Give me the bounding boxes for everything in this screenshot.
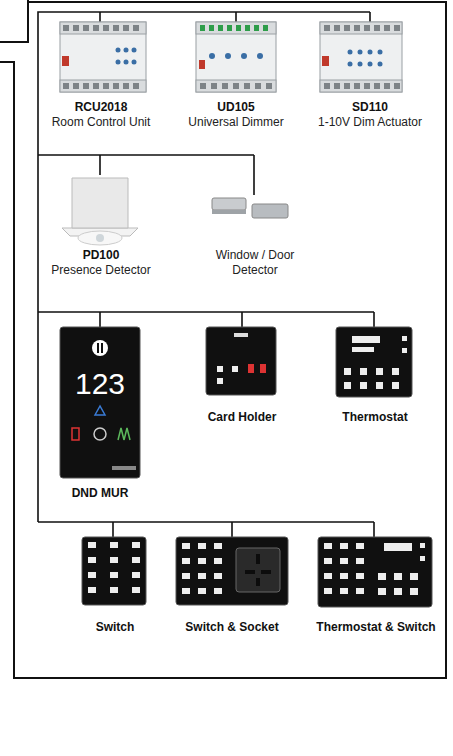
device-name: Switch & Socket: [185, 620, 278, 635]
door-contact-drawing: [212, 198, 288, 218]
device-node: UD105Universal Dimmer: [181, 20, 291, 130]
device-name: SD110: [352, 100, 388, 115]
wall-panel: [82, 537, 146, 605]
wall-panel: [336, 327, 412, 397]
device-node: Card Holder: [190, 325, 294, 425]
presence-detector-drawing: [62, 178, 138, 245]
device-node: Thermostat: [320, 325, 430, 425]
device-node: Switch & Socket: [170, 535, 294, 635]
wall-panel: [206, 327, 276, 395]
device-description: Room Control Unit: [52, 115, 151, 130]
device-node: Window / Door Detector: [200, 192, 310, 278]
device-node: DND MUR: [50, 325, 150, 501]
wall-panel: [318, 537, 432, 607]
device-name: DND MUR: [72, 486, 129, 501]
room-number: 123: [60, 368, 140, 402]
device-node: RCU2018Room Control Unit: [46, 20, 156, 130]
device-node: SD1101-10V Dim Actuator: [310, 20, 430, 130]
din-module: [60, 22, 146, 92]
device-name: PD100: [83, 248, 120, 263]
device-description: Universal Dimmer: [188, 115, 283, 130]
device-name: Card Holder: [208, 410, 277, 425]
device-node: Switch: [70, 535, 160, 635]
device-name: UD105: [217, 100, 254, 115]
device-name: Switch: [96, 620, 135, 635]
device-name: Thermostat & Switch: [316, 620, 435, 635]
device-node: Thermostat & Switch: [312, 535, 440, 635]
din-module: [320, 22, 402, 92]
device-description: Presence Detector: [51, 263, 150, 278]
wall-panel: [60, 327, 140, 478]
frame: [0, 0, 446, 678]
device-name: RCU2018: [75, 100, 128, 115]
din-module: [196, 22, 276, 92]
wall-panel: [176, 537, 288, 605]
device-name: Thermostat: [342, 410, 407, 425]
device-node: PD100Presence Detector: [46, 172, 156, 278]
device-name: Window / Door Detector: [200, 248, 310, 278]
device-description: 1-10V Dim Actuator: [318, 115, 422, 130]
